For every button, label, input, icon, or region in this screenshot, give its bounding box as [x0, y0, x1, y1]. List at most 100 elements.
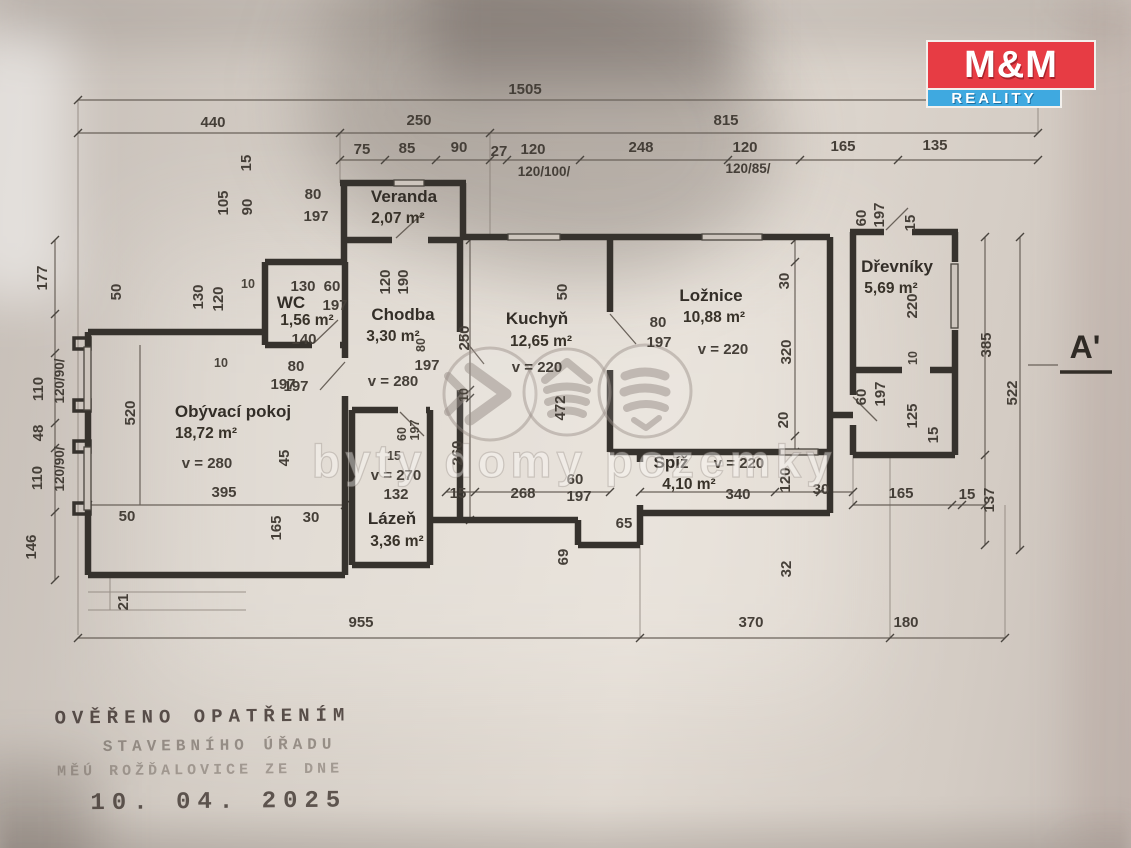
- room-area-label: 2,07 m²: [371, 210, 424, 227]
- dimension-label: 30: [813, 481, 830, 498]
- room-area-label: 3,36 m²: [370, 533, 423, 550]
- stamp-line-3: MĚÚ ROŽĎALOVICE ZE DNE: [57, 760, 344, 781]
- dimension-label: 197: [414, 357, 439, 374]
- dimension-label: 21: [115, 594, 132, 611]
- dimension-label: 385: [978, 332, 995, 357]
- dimension-label: 197: [871, 202, 888, 227]
- dimension-label: 45: [276, 450, 293, 467]
- room-name-label: Kuchyň: [506, 309, 568, 328]
- room-area-label: 4,10 m²: [662, 476, 715, 493]
- dimension-label: v = 280: [368, 373, 418, 390]
- window-size-label: 120/90/: [52, 358, 67, 403]
- dimension-label: 165: [830, 138, 855, 155]
- dimension-label: 190: [395, 269, 412, 294]
- dimension-label: 10: [241, 277, 255, 291]
- dimension-label: 27: [491, 143, 508, 160]
- dimension-label: 165: [268, 515, 285, 540]
- dimension-label: 90: [239, 199, 256, 216]
- dimension-label: 320: [778, 339, 795, 364]
- dimension-label: 180: [893, 614, 918, 631]
- dimension-label: 15: [925, 427, 942, 444]
- dimension-label: 248: [628, 139, 653, 156]
- dimension-label: 15: [450, 485, 467, 502]
- dimension-label: v = 220: [698, 341, 748, 358]
- dimension-label: 130: [190, 284, 207, 309]
- dimension-label: 130: [290, 278, 315, 295]
- dimension-label: v = 220: [512, 359, 562, 376]
- dimension-label: 165: [888, 485, 913, 502]
- watermark-logo-circles: [442, 343, 693, 442]
- room-name-label: WC: [277, 293, 305, 312]
- dimension-label: 120: [777, 467, 794, 492]
- dimension-label: 197: [566, 488, 591, 505]
- dimension-label: 370: [738, 614, 763, 631]
- dimension-label: 50: [108, 284, 125, 301]
- dimension-label: 340: [725, 486, 750, 503]
- dimension-label: 110: [29, 466, 46, 490]
- dimension-label: 15: [238, 155, 255, 172]
- logo-reality-band: REALITY: [926, 90, 1062, 108]
- dimension-label: 522: [1004, 380, 1021, 405]
- room-area-label: 3,30 m²: [366, 328, 419, 345]
- dimension-label: 135: [922, 137, 947, 154]
- door-swings: [313, 207, 909, 437]
- dimension-label: 197: [408, 420, 422, 441]
- dimension-label: 90: [451, 139, 468, 156]
- extension-lines: [77, 100, 1039, 638]
- dimension-label: 197: [270, 376, 295, 393]
- dimension-label: 120: [732, 139, 757, 156]
- room-area-label: 1,56 m²: [280, 312, 333, 329]
- dimension-label: 80: [305, 186, 322, 203]
- dimension-label: 140: [291, 331, 316, 348]
- watermark-text: byty domy pozemky: [311, 434, 837, 487]
- dimension-label: 80: [288, 358, 305, 375]
- dimension-label: 69: [555, 549, 572, 566]
- dimension-label: 197: [646, 334, 671, 351]
- logo-mm-mark: M&M: [926, 40, 1096, 90]
- room-name-label: Spíž: [654, 453, 689, 472]
- dimension-label: 15: [959, 486, 976, 503]
- walls: [72, 179, 959, 579]
- section-marker: A': [1070, 329, 1101, 365]
- dimension-label: 250: [406, 112, 431, 129]
- room-area-label: 12,65 m²: [510, 333, 572, 350]
- dimension-label: 472: [552, 395, 569, 420]
- dimension-label: 197: [322, 297, 347, 314]
- dimension-label: 10: [457, 388, 471, 402]
- dimension-label: 120: [377, 269, 394, 294]
- room-name-label: Veranda: [371, 187, 438, 206]
- dimension-label: 80: [414, 338, 428, 352]
- windows: [83, 179, 959, 511]
- dimension-label: 220: [904, 293, 921, 318]
- dimension-label: 250: [456, 325, 473, 350]
- dimension-label: 60: [567, 471, 584, 488]
- dimension-label: 32: [778, 561, 795, 578]
- dimension-label: 520: [122, 400, 139, 425]
- dimension-label: 955: [348, 614, 373, 631]
- dimension-label: 85: [399, 140, 416, 157]
- dimension-label: 65: [616, 515, 633, 532]
- dimension-label: 1505: [508, 81, 541, 98]
- dimension-label: 60: [853, 210, 870, 227]
- dimension-label: 815: [713, 112, 738, 129]
- room-area-label: 5,69 m²: [864, 280, 917, 297]
- dimension-label: v = 270: [371, 467, 421, 484]
- dimension-label: 48: [30, 425, 47, 442]
- dimension-label: 177: [34, 265, 51, 290]
- dimension-label: 132: [383, 486, 408, 503]
- stamp-date: 10. 04. 2025: [90, 787, 348, 818]
- dimension-label: 50: [554, 284, 571, 301]
- dimension-label: 50: [119, 508, 136, 525]
- dimension-label: 197: [283, 378, 308, 395]
- room-name-label: Chodba: [371, 305, 435, 324]
- dimension-label: 137: [981, 487, 998, 512]
- dimension-label: 75: [354, 141, 371, 158]
- dimension-label: v = 220: [714, 455, 764, 472]
- stamp-line-1: OVĚŘENO OPATŘENÍM: [54, 704, 351, 730]
- dimension-label: 395: [211, 484, 236, 501]
- room-area-label: 10,88 m²: [683, 309, 745, 326]
- dimension-label: 105: [215, 190, 232, 215]
- dimension-label: 440: [200, 114, 225, 131]
